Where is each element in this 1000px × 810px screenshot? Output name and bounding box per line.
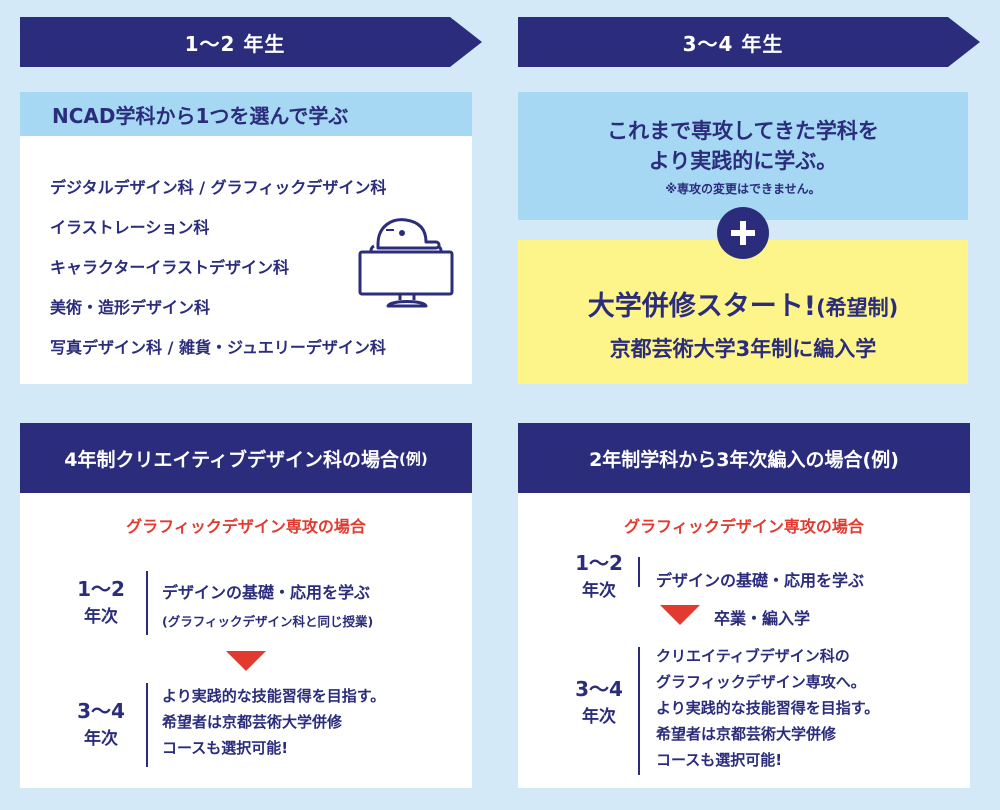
four-year-stage1-year-unit: 年次 — [84, 607, 118, 627]
four-year-subtitle: グラフィックデザイン専攻の場合 — [126, 517, 366, 536]
four-year-stage2-line: より実践的な技能習得を目指す。 — [162, 687, 386, 705]
department-item: イラストレーション科 — [50, 218, 210, 237]
transfer-stage1-year-range: 1〜2 — [575, 551, 623, 575]
transfer-stage2-line: コースも選択可能! — [656, 751, 783, 769]
four-year-stage1-main: デザインの基礎・応用を学ぶ — [162, 583, 371, 602]
transfer-stage2-line: クリエイティブデザイン科の — [656, 647, 850, 665]
four-year-header: 4年制クリエイティブデザイン科の場合(例) — [20, 423, 472, 493]
divider-line — [146, 571, 148, 635]
transfer-stage2-line: より実践的な技能習得を目指す。 — [656, 699, 880, 717]
banner-years-3-4-label: 3〜4 年生 — [682, 31, 784, 56]
down-triangle-icon — [226, 651, 266, 671]
continue-major-box: これまで専攻してきた学科を より実践的に学ぶ。 ※専攻の変更はできません。 — [518, 92, 968, 220]
four-year-stage1-year-range: 1〜2 — [77, 577, 125, 601]
divider-line — [638, 647, 640, 775]
four-year-stage2-line: コースも選択可能! — [162, 739, 289, 757]
down-triangle-icon — [660, 605, 700, 625]
transfer-stage2-year-unit: 年次 — [582, 707, 616, 727]
four-year-stage2-line: 希望者は京都芸術大学併修 — [162, 713, 343, 731]
continue-major-line2: より実践的に学ぶ。 — [648, 149, 838, 173]
university-program-title: 大学併修スタート! — [587, 291, 817, 322]
department-item: 写真デザイン科 / 雑貨・ジュエリーデザイン科 — [50, 338, 386, 357]
four-year-stage1-year: 1〜2 年次 — [66, 575, 136, 631]
department-select-heading: NCAD学科から1つを選んで学ぶ — [20, 92, 472, 136]
divider-line — [146, 683, 148, 767]
continue-major-line1: これまで専攻してきた学科を — [607, 119, 879, 143]
transfer-stage1-year-unit: 年次 — [582, 581, 616, 601]
transfer-header-text: 2年制学科から3年次編入の場合 — [589, 448, 863, 471]
department-item: キャラクターイラストデザイン科 — [50, 258, 290, 277]
transfer-stage2-line: グラフィックデザイン専攻へ。 — [656, 673, 866, 691]
banner-years-1-2-label: 1〜2 年生 — [184, 31, 286, 56]
four-year-stage2-year-range: 3〜4 — [77, 699, 125, 723]
transfer-header: 2年制学科から3年次編入の場合(例) — [518, 423, 970, 493]
four-year-stage1-sub: (グラフィックデザイン科と同じ授業) — [162, 614, 374, 629]
transfer-header-suffix: (例) — [862, 448, 899, 471]
university-program-suffix: (希望制) — [816, 296, 899, 320]
transfer-stage2-year: 3〜4 年次 — [564, 675, 634, 731]
transfer-stage1-year: 1〜2 年次 — [564, 549, 634, 605]
four-year-header-text: 4年制クリエイティブデザイン科の場合 — [64, 448, 399, 471]
banner-years-1-2: 1〜2 年生 — [20, 17, 482, 67]
transfer-transition: 卒業・編入学 — [714, 609, 811, 628]
transfer-stage1-main: デザインの基礎・応用を学ぶ — [656, 571, 865, 590]
transfer-box: グラフィックデザイン専攻の場合 1〜2 年次 デザインの基礎・応用を学ぶ 卒業・… — [518, 493, 970, 788]
computer-illustration-icon — [358, 218, 454, 308]
university-program-box: 大学併修スタート!(希望制) 京都芸術大学3年制に編入学 — [518, 240, 968, 384]
department-item: デジタルデザイン科 / グラフィックデザイン科 — [50, 178, 387, 197]
four-year-header-suffix: (例) — [398, 449, 428, 468]
transfer-stage2-text: クリエイティブデザイン科の グラフィックデザイン専攻へ。 より実践的な技能習得を… — [656, 643, 879, 773]
department-item: 美術・造形デザイン科 — [50, 298, 211, 317]
plus-icon — [717, 207, 769, 259]
transfer-subtitle: グラフィックデザイン専攻の場合 — [624, 517, 864, 536]
four-year-stage2-year-unit: 年次 — [84, 729, 118, 749]
four-year-stage2-text: より実践的な技能習得を目指す。 希望者は京都芸術大学併修 コースも選択可能! — [162, 683, 385, 761]
four-year-stage2-year: 3〜4 年次 — [66, 697, 136, 753]
four-year-box: グラフィックデザイン専攻の場合 1〜2 年次 デザインの基礎・応用を学ぶ (グラ… — [20, 493, 472, 788]
banner-years-3-4: 3〜4 年生 — [518, 17, 980, 67]
continue-major-note: ※専攻の変更はできません。 — [665, 182, 821, 196]
plus-glyph — [731, 221, 755, 245]
divider-line — [638, 557, 640, 587]
transfer-stage2-line: 希望者は京都芸術大学併修 — [656, 725, 837, 743]
department-select-box: NCAD学科から1つを選んで学ぶ デジタルデザイン科 / グラフィックデザイン科… — [20, 92, 472, 384]
university-program-subtitle: 京都芸術大学3年制に編入学 — [609, 337, 877, 361]
transfer-stage2-year-range: 3〜4 — [575, 677, 623, 701]
university-program-title-row: 大学併修スタート!(希望制) — [518, 284, 968, 323]
